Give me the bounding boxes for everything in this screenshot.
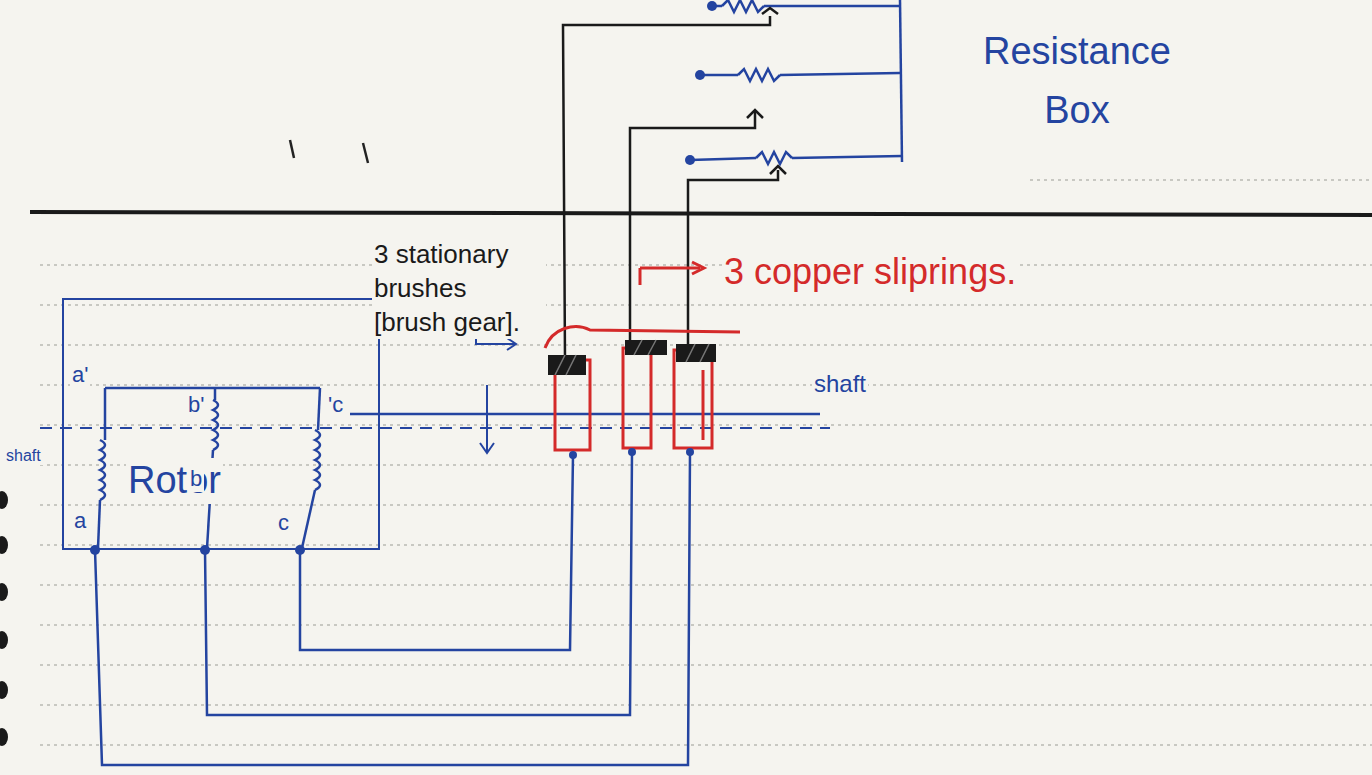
pointer-arrow	[476, 330, 516, 453]
terminal-label: c	[276, 510, 291, 536]
pen-marks	[290, 140, 368, 163]
shaft-line	[350, 413, 820, 416]
rotor-label: Rotor	[126, 458, 223, 504]
rotor-wires	[95, 452, 690, 765]
brush-wires	[563, 8, 786, 360]
terminal-label: a	[72, 508, 88, 534]
binder-holes	[0, 491, 8, 746]
shaft-label: shaft	[812, 370, 868, 399]
terminal-label: b'	[186, 392, 206, 418]
rotor-box: Rotor	[62, 298, 380, 550]
terminal-label: a'	[70, 362, 90, 388]
box-title: Resistance Box	[955, 22, 1199, 140]
terminal-label: 'c	[326, 392, 345, 418]
slip-rings	[545, 262, 740, 450]
rotor-windings	[98, 388, 320, 548]
slipring-note: 3 copper sliprings.	[722, 250, 1018, 293]
ruled-lines	[40, 180, 1372, 745]
shaft-label: shaft	[4, 446, 43, 465]
brushes	[548, 340, 716, 375]
divider-line	[30, 212, 1372, 215]
terminal-dots	[90, 448, 694, 555]
brush-note: 3 stationary brushes [brush gear].	[372, 238, 546, 339]
terminal-label: b	[188, 466, 204, 492]
